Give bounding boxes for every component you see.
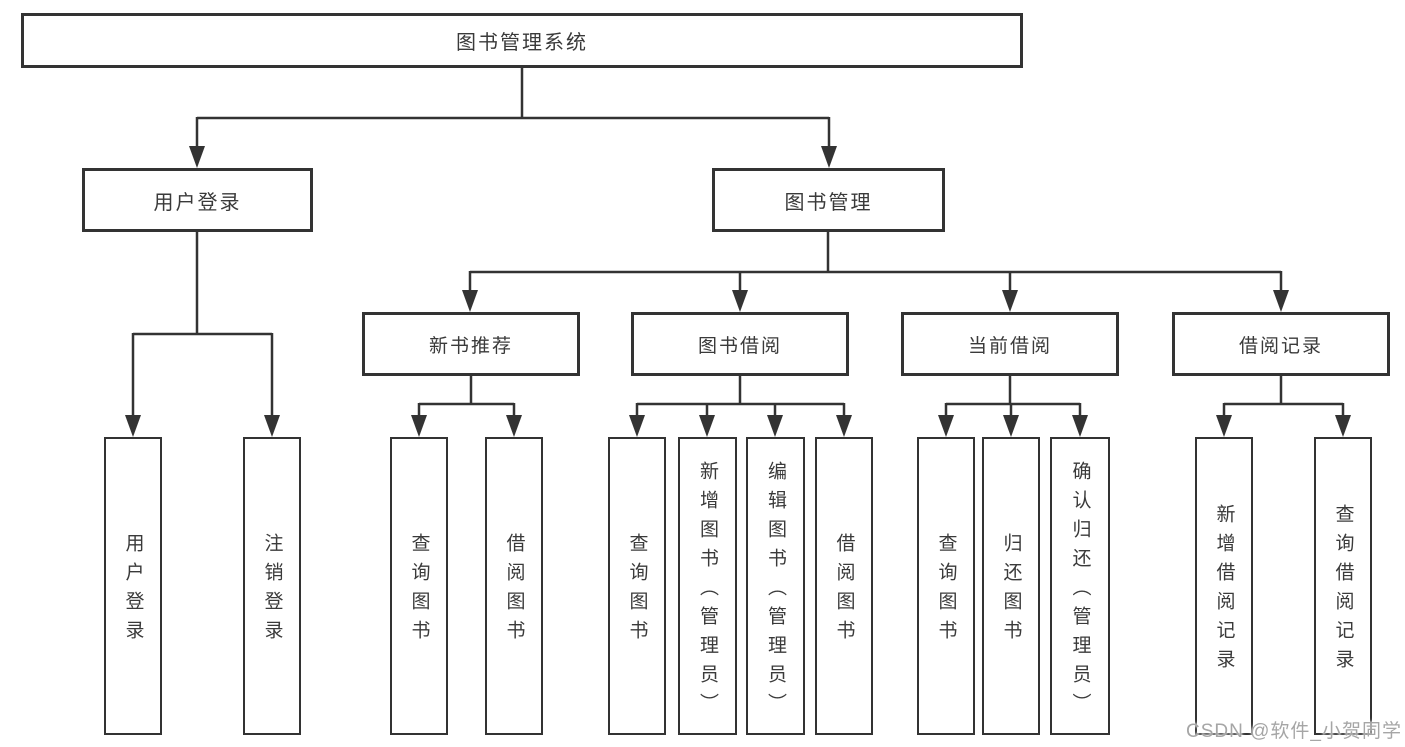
- node-new-book-recommend: 新书推荐: [362, 312, 580, 376]
- leaf-edit-books-admin-label: 编辑图书（管理员）: [765, 460, 786, 722]
- leaf-add-books-admin-label: 新增图书（管理员）: [697, 460, 718, 722]
- node-new-book-recommend-label: 新书推荐: [428, 335, 513, 357]
- node-borrow-records-label: 借阅记录: [1238, 335, 1323, 357]
- leaf-confirm-return-admin-label: 确认归还（管理员）: [1069, 460, 1091, 722]
- leaf-query-books-recommend-label: 查询图书: [408, 533, 430, 649]
- leaf-user-login: 用户登录: [104, 437, 162, 735]
- leaf-logout-label: 注销登录: [261, 533, 283, 649]
- node-borrow-records: 借阅记录: [1172, 312, 1390, 376]
- node-user-login-label: 用户登录: [153, 191, 242, 214]
- node-user-login: 用户登录: [82, 168, 313, 232]
- node-book-borrow: 图书借阅: [631, 312, 849, 376]
- node-book-management: 图书管理: [712, 168, 945, 232]
- leaf-query-books-borrow-label: 查询图书: [626, 533, 648, 649]
- leaf-query-books-recommend: 查询图书: [390, 437, 448, 735]
- node-current-borrow: 当前借阅: [901, 312, 1119, 376]
- leaf-query-books-current-label: 查询图书: [935, 533, 957, 649]
- leaf-return-books: 归还图书: [982, 437, 1040, 735]
- leaf-borrow-books-recommend: 借阅图书: [485, 437, 543, 735]
- leaf-return-books-label: 归还图书: [1000, 533, 1022, 649]
- leaf-query-books-current: 查询图书: [917, 437, 975, 735]
- leaf-confirm-return-admin: 确认归还（管理员）: [1050, 437, 1110, 735]
- leaf-query-books-borrow: 查询图书: [608, 437, 666, 735]
- leaf-edit-books-admin: 编辑图书（管理员）: [746, 437, 805, 735]
- leaf-add-borrow-record: 新增借阅记录: [1195, 437, 1253, 735]
- leaf-borrow-books-label: 借阅图书: [833, 533, 855, 649]
- node-root-label: 图书管理系统: [456, 32, 588, 54]
- leaf-user-login-label: 用户登录: [122, 533, 144, 649]
- leaf-query-borrow-record-label: 查询借阅记录: [1332, 504, 1354, 678]
- node-book-borrow-label: 图书借阅: [697, 335, 782, 357]
- leaf-add-books-admin: 新增图书（管理员）: [678, 437, 737, 735]
- leaf-logout: 注销登录: [243, 437, 301, 735]
- leaf-add-borrow-record-label: 新增借阅记录: [1213, 504, 1235, 678]
- csdn-watermark: CSDN @软件_小贺同学: [1186, 721, 1402, 742]
- node-root-system: 图书管理系统: [21, 13, 1023, 68]
- node-current-borrow-label: 当前借阅: [967, 335, 1052, 357]
- leaf-borrow-books: 借阅图书: [815, 437, 873, 735]
- leaf-query-borrow-record: 查询借阅记录: [1314, 437, 1372, 735]
- node-book-management-label: 图书管理: [784, 191, 873, 214]
- leaf-borrow-books-recommend-label: 借阅图书: [503, 533, 525, 649]
